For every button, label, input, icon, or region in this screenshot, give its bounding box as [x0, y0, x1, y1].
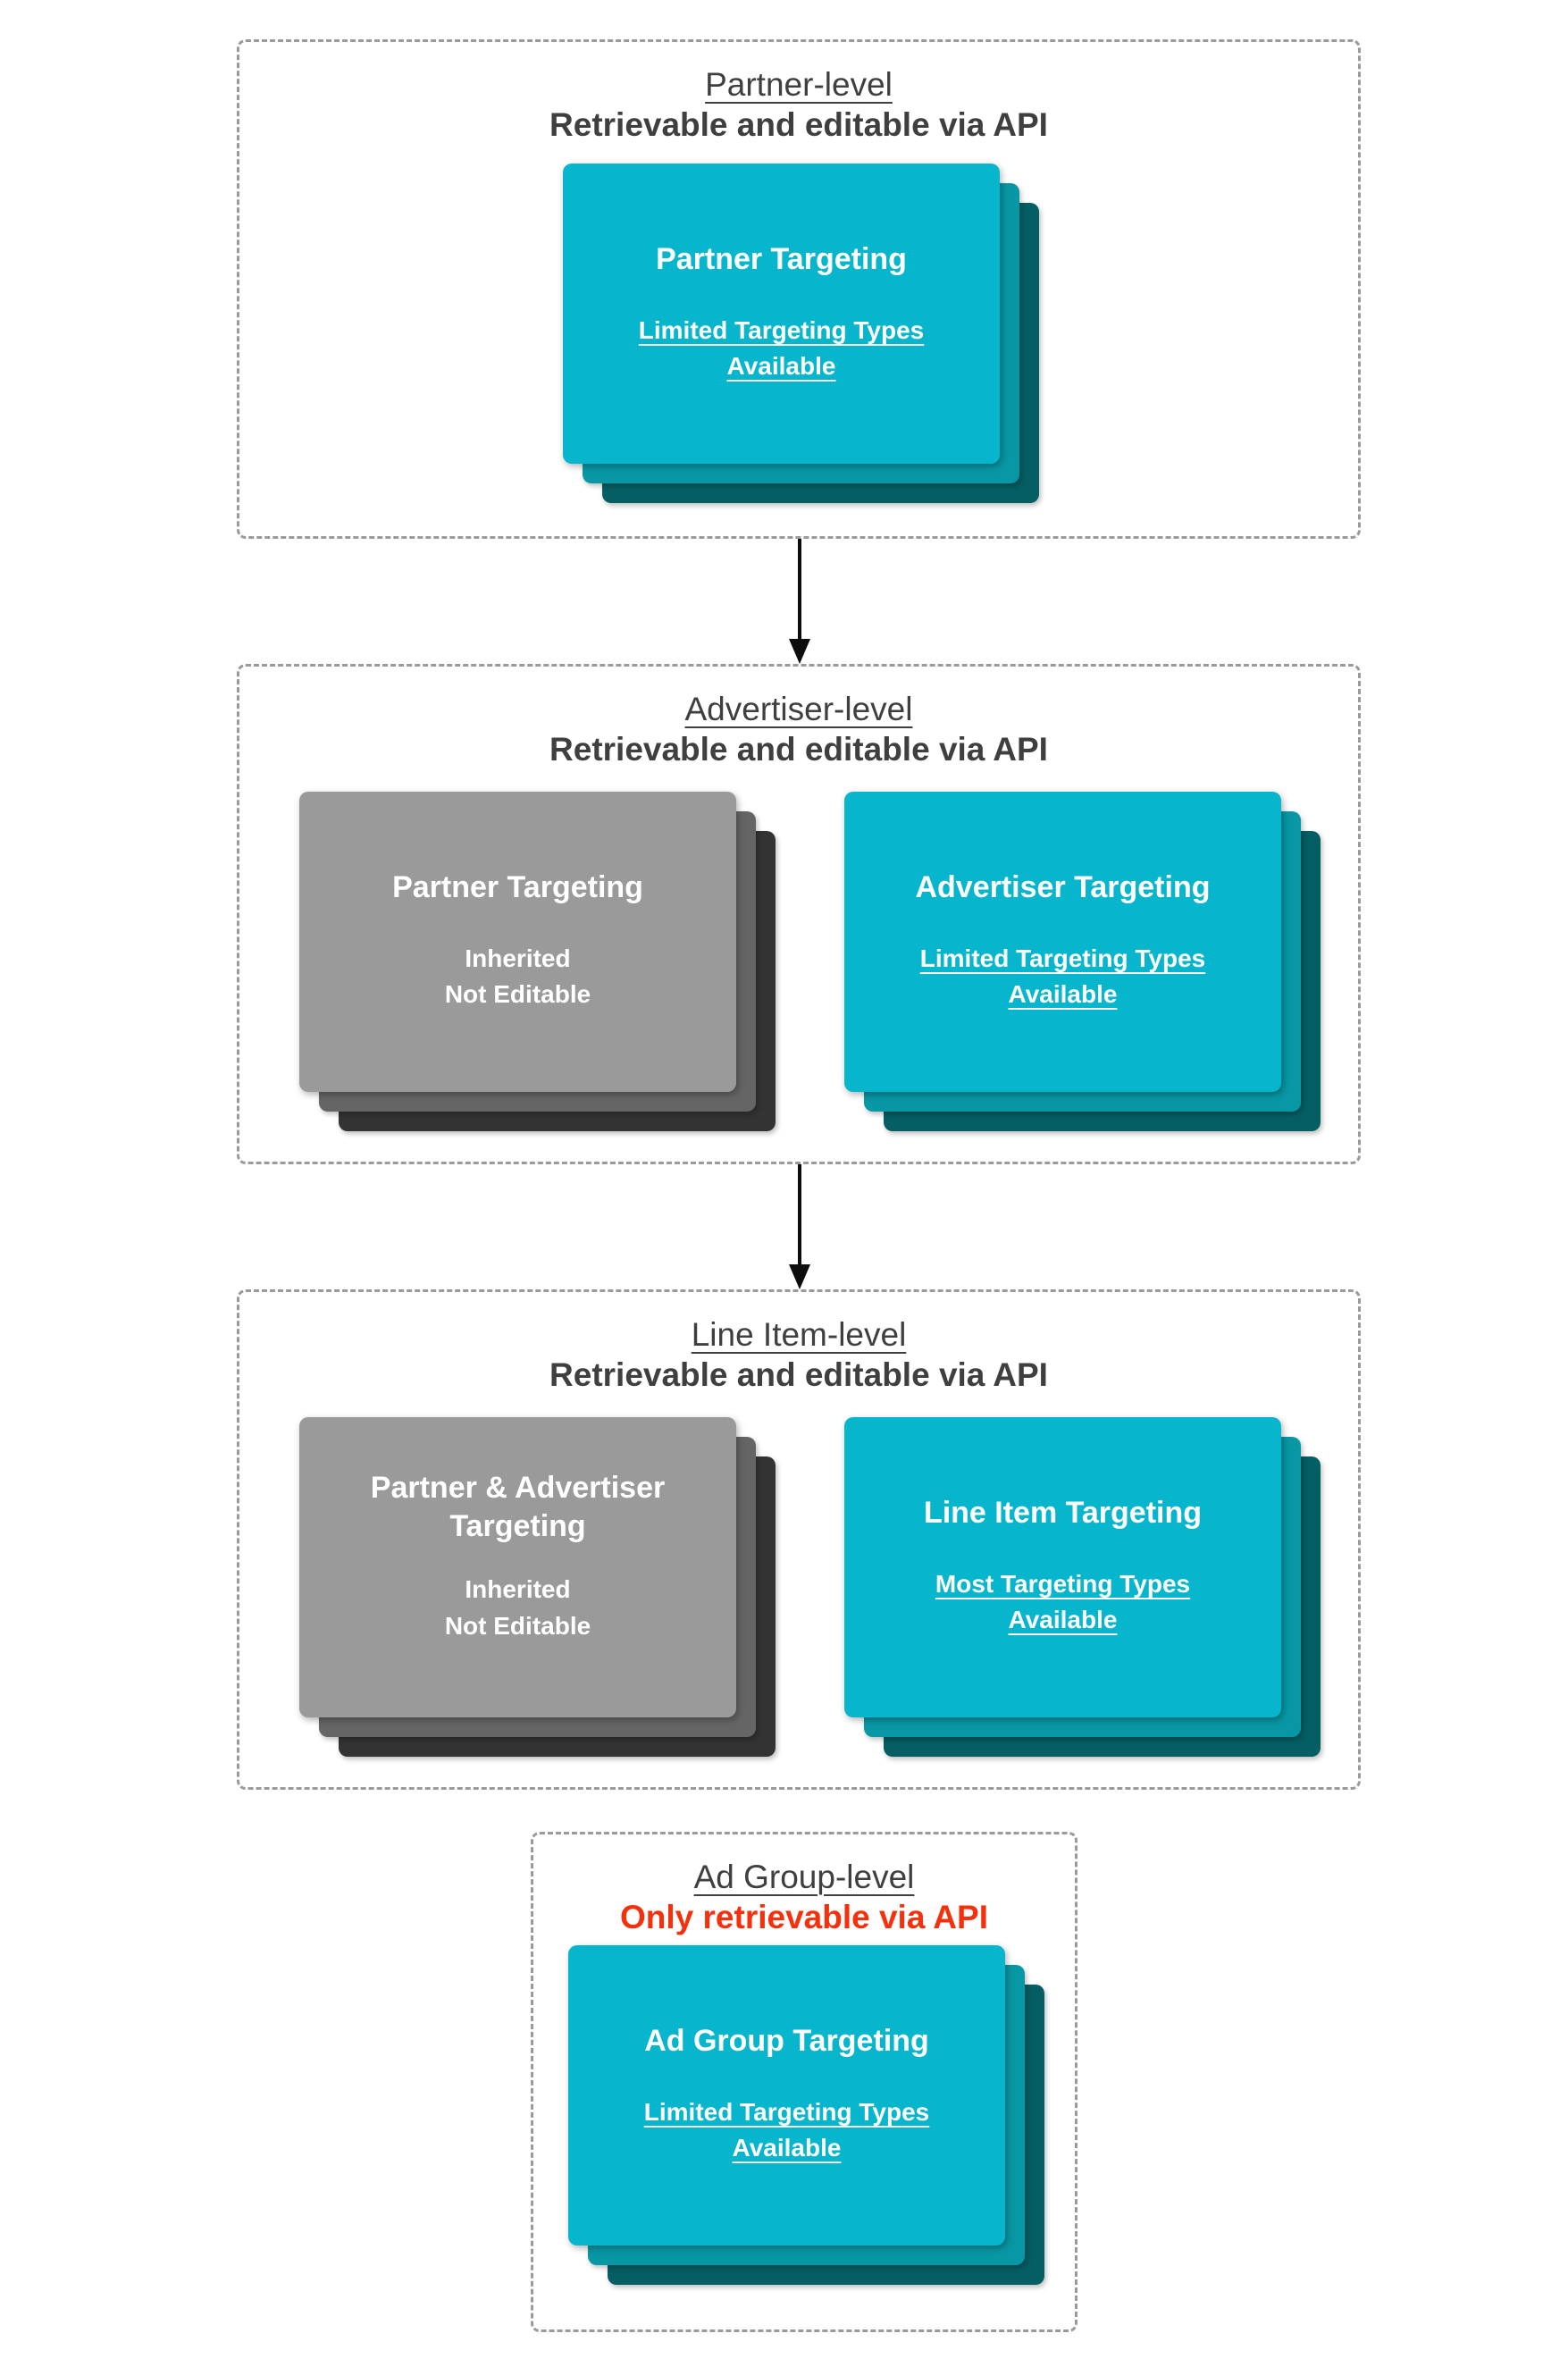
section-heading: Ad Group-level Only retrievable via API	[533, 1834, 1075, 1939]
card-advertiser-targeting: Advertiser Targeting Limited Targeting T…	[844, 792, 1281, 1092]
section-subtitle: Retrievable and editable via API	[549, 106, 1048, 144]
card-title: Ad Group Targeting	[644, 2024, 929, 2058]
section-title: Partner-level	[705, 66, 893, 103]
section-partner-level: Partner-level Retrievable and editable v…	[237, 39, 1361, 539]
card-stack-ad-group-targeting: Ad Group Targeting Limited Targeting Typ…	[568, 1945, 1044, 2285]
card-partner-advertiser-targeting: Partner & Advertiser Targeting Inherited…	[299, 1417, 736, 1717]
card-subtitle: Limited Targeting Types Available	[919, 944, 1206, 1009]
section-heading: Partner-level Retrievable and editable v…	[239, 42, 1358, 147]
section-title: Advertiser-level	[684, 691, 913, 727]
card-subtitle: Most Targeting Types Available	[935, 1569, 1191, 1634]
card-ad-group-targeting: Ad Group Targeting Limited Targeting Typ…	[568, 1945, 1005, 2245]
arrow-head	[789, 1264, 810, 1289]
section-subtitle: Only retrievable via API	[620, 1899, 988, 1936]
card-title: Partner Targeting	[392, 870, 643, 904]
card-subtitle: Inherited Not Editable	[444, 1575, 591, 1640]
section-title: Line Item-level	[691, 1316, 907, 1353]
section-subtitle: Retrievable and editable via API	[549, 731, 1048, 768]
card-partner-targeting-inherited: Partner Targeting Inherited Not Editable	[299, 792, 736, 1092]
card-title: Partner & Advertiser Targeting	[370, 1471, 666, 1543]
arrow-head	[789, 639, 810, 664]
flow-arrow-partner-to-advertiser	[789, 539, 810, 664]
section-heading: Line Item-level Retrievable and editable…	[239, 1292, 1358, 1397]
section-line-item-level: Line Item-level Retrievable and editable…	[237, 1289, 1361, 1790]
card-stack-line-item-targeting: Line Item Targeting Most Targeting Types…	[844, 1417, 1321, 1757]
section-title: Ad Group-level	[693, 1859, 915, 1895]
card-stack-partner-targeting: Partner Targeting Limited Targeting Type…	[563, 164, 1039, 503]
arrow-shaft	[798, 1164, 801, 1266]
section-heading: Advertiser-level Retrievable and editabl…	[239, 667, 1358, 771]
card-partner-targeting: Partner Targeting Limited Targeting Type…	[563, 164, 1000, 464]
card-stack-advertiser-targeting: Advertiser Targeting Limited Targeting T…	[844, 792, 1321, 1131]
section-advertiser-level: Advertiser-level Retrievable and editabl…	[237, 664, 1361, 1164]
card-subtitle: Limited Targeting Types Available	[638, 315, 925, 381]
card-title: Line Item Targeting	[923, 1496, 1203, 1530]
arrow-shaft	[798, 539, 801, 641]
card-title: Partner Targeting	[656, 242, 907, 276]
card-stack-partner-targeting-inherited: Partner Targeting Inherited Not Editable	[299, 792, 776, 1131]
flow-arrow-advertiser-to-lineitem	[789, 1164, 810, 1289]
card-stack-partner-advertiser-targeting: Partner & Advertiser Targeting Inherited…	[299, 1417, 776, 1757]
section-subtitle: Retrievable and editable via API	[549, 1356, 1048, 1394]
card-subtitle: Inherited Not Editable	[444, 944, 591, 1009]
card-title: Advertiser Targeting	[915, 870, 1211, 904]
card-subtitle: Limited Targeting Types Available	[643, 2097, 930, 2162]
section-ad-group-level: Ad Group-level Only retrievable via API …	[531, 1832, 1077, 2332]
card-line-item-targeting: Line Item Targeting Most Targeting Types…	[844, 1417, 1281, 1717]
